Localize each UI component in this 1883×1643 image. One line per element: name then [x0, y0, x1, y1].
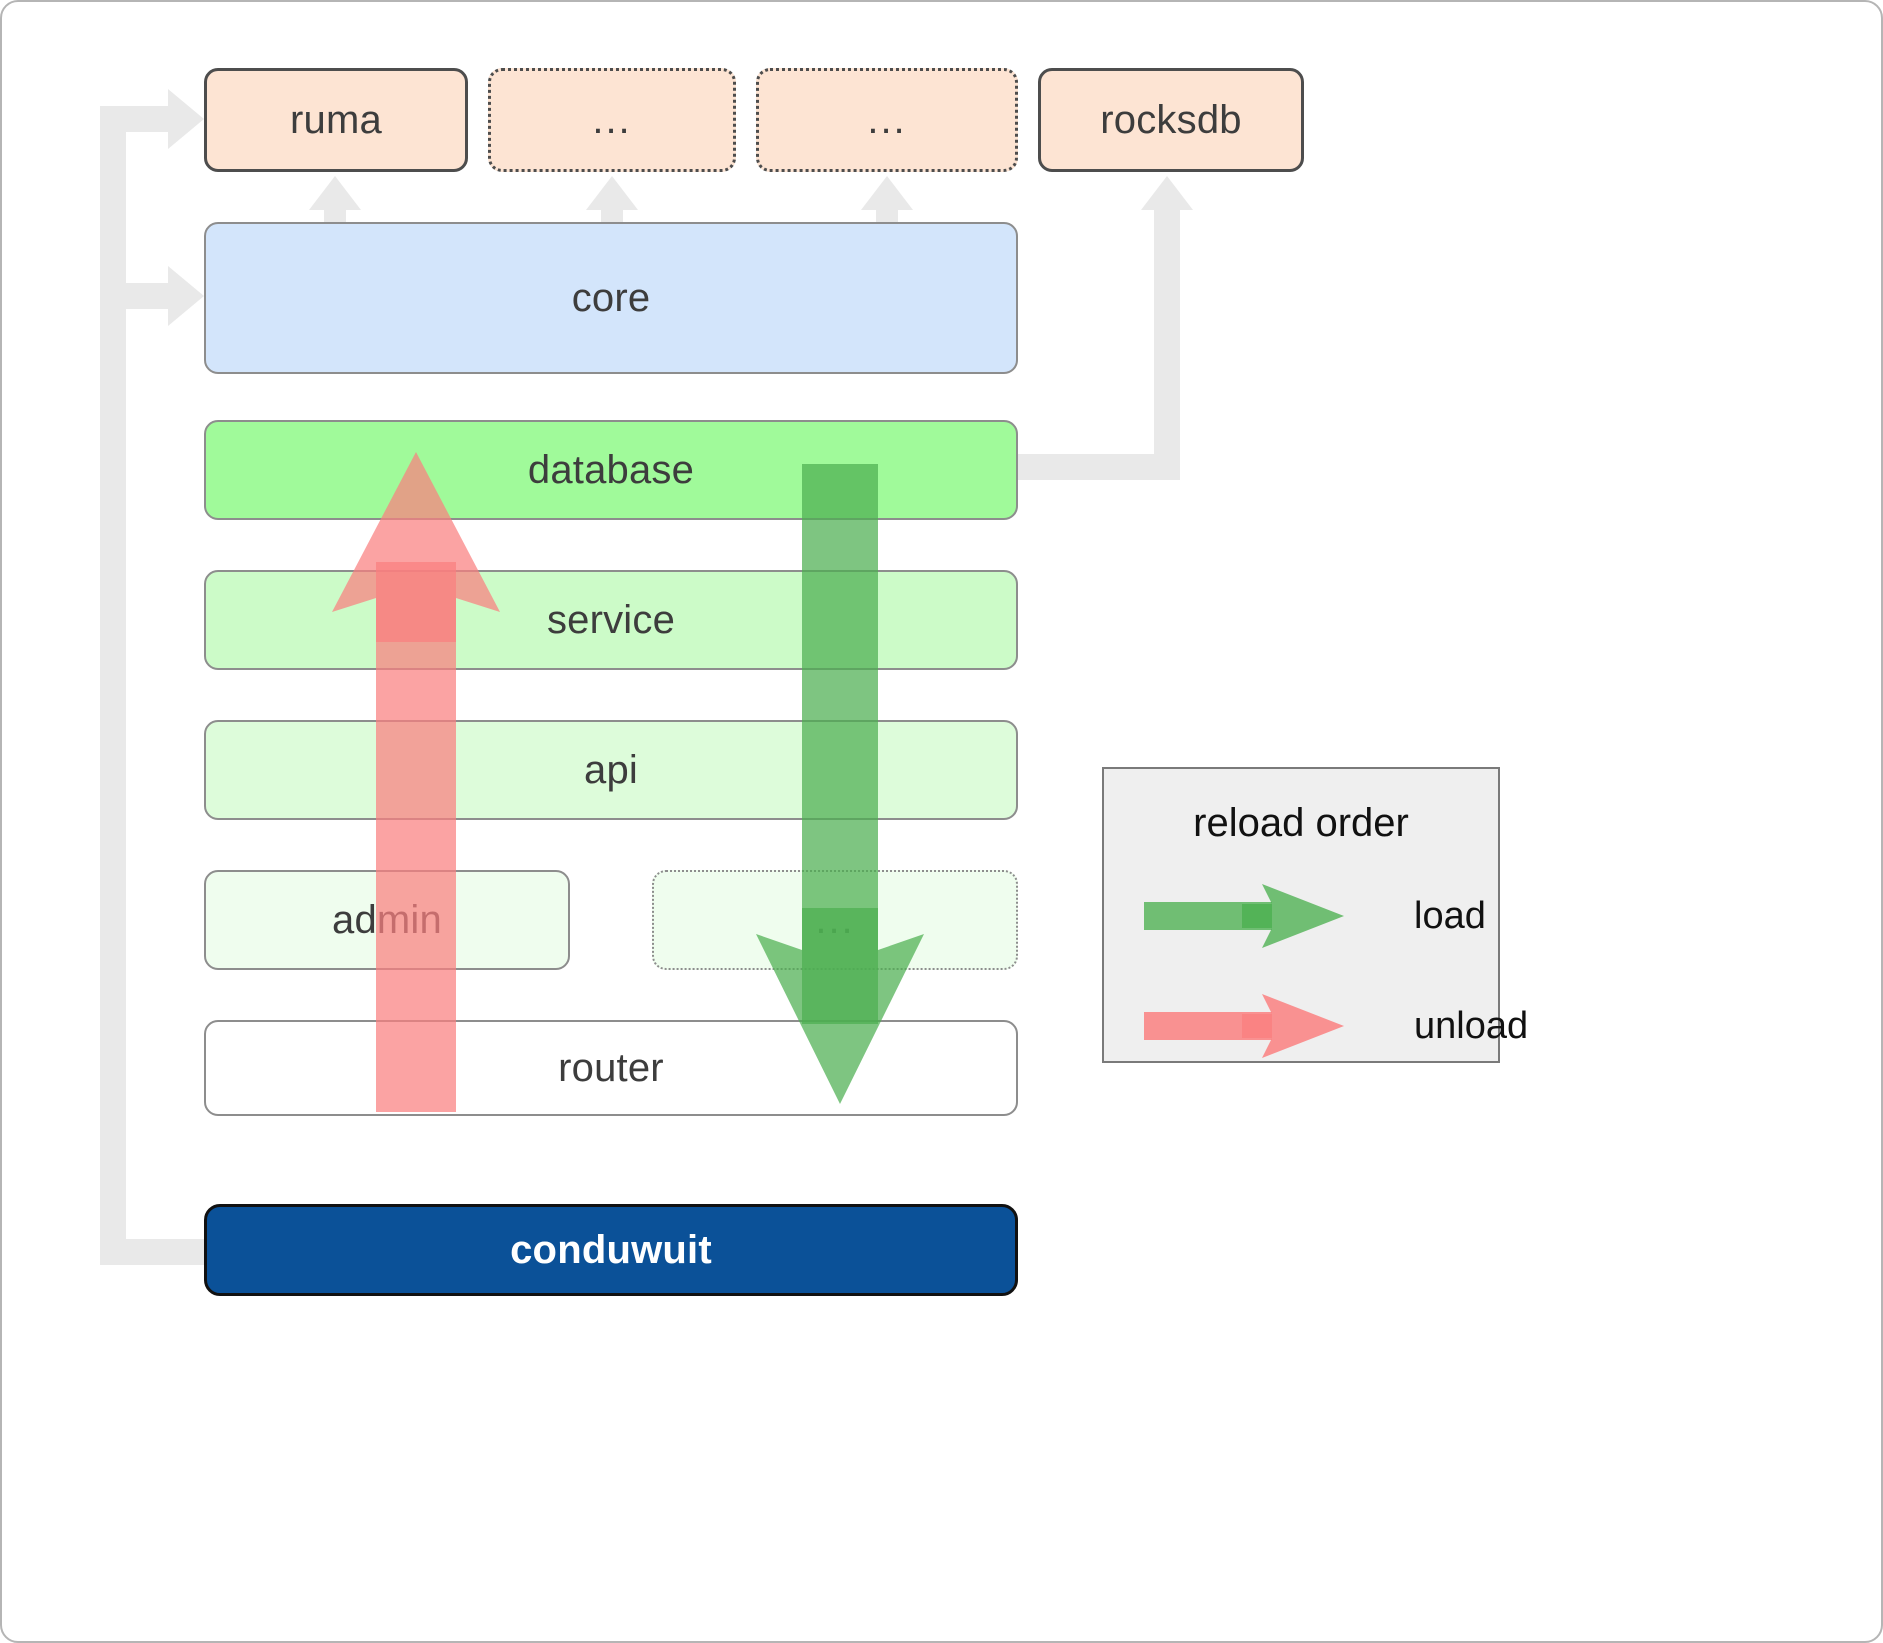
legend-title: reload order [1193, 801, 1409, 845]
connector-to-core-stub [100, 283, 168, 309]
dependency-box-ruma[interactable]: ruma [204, 68, 468, 172]
connector-left-bottom-segment [100, 1239, 210, 1265]
layer-box-api[interactable]: api [204, 720, 1018, 820]
layer-box-service[interactable]: service [204, 570, 1018, 670]
unload-arrow [320, 452, 520, 1112]
connector-core-to-dep-a-arrowhead [586, 176, 638, 210]
legend-label-load: load [1414, 894, 1486, 937]
core-box[interactable]: core [204, 222, 1018, 374]
layer-label-api: api [584, 747, 638, 792]
core-label: core [571, 275, 651, 320]
layer-box-router[interactable]: router [204, 1020, 1018, 1116]
connector-core-to-ruma-arrowhead [309, 176, 361, 210]
connector-left-vertical-bus [100, 106, 126, 1251]
dependency-label-ruma: ruma [290, 97, 382, 142]
dependency-box-placeholder-2[interactable]: ... [756, 68, 1018, 172]
legend-row-load: load [1104, 876, 1498, 956]
dependency-label-placeholder-2: ... [867, 97, 907, 142]
dependency-box-rocksdb[interactable]: rocksdb [1038, 68, 1304, 172]
layer-label-router: router [558, 1045, 664, 1090]
legend-label-unload: unload [1414, 1004, 1529, 1047]
layer-label-service: service [546, 597, 676, 642]
connector-to-core-arrowhead [168, 266, 204, 326]
dependency-box-placeholder-1[interactable]: ... [488, 68, 736, 172]
root-label-conduwuit: conduwuit [510, 1227, 712, 1272]
load-legend-icon [1144, 884, 1344, 948]
connector-to-ruma-stub [100, 106, 168, 132]
connector-core-to-dep-b-arrowhead [861, 176, 913, 210]
dependency-label-placeholder-1: ... [592, 97, 632, 142]
dependency-label-rocksdb: rocksdb [1100, 97, 1242, 142]
load-arrow [742, 464, 942, 1104]
root-box-conduwuit[interactable]: conduwuit [204, 1204, 1018, 1296]
legend-row-unload: unload [1104, 986, 1528, 1066]
layer-label-database: database [527, 447, 695, 492]
unload-legend-icon [1144, 994, 1344, 1058]
connector-database-to-rocksdb-horizontal [1018, 454, 1166, 480]
connector-database-to-rocksdb-vertical [1154, 208, 1180, 480]
layer-box-database[interactable]: database [204, 420, 1018, 520]
connector-database-to-rocksdb-arrowhead [1141, 176, 1193, 210]
connector-to-ruma-arrowhead [168, 89, 204, 149]
legend-panel: reload order load unload [1102, 767, 1528, 1066]
